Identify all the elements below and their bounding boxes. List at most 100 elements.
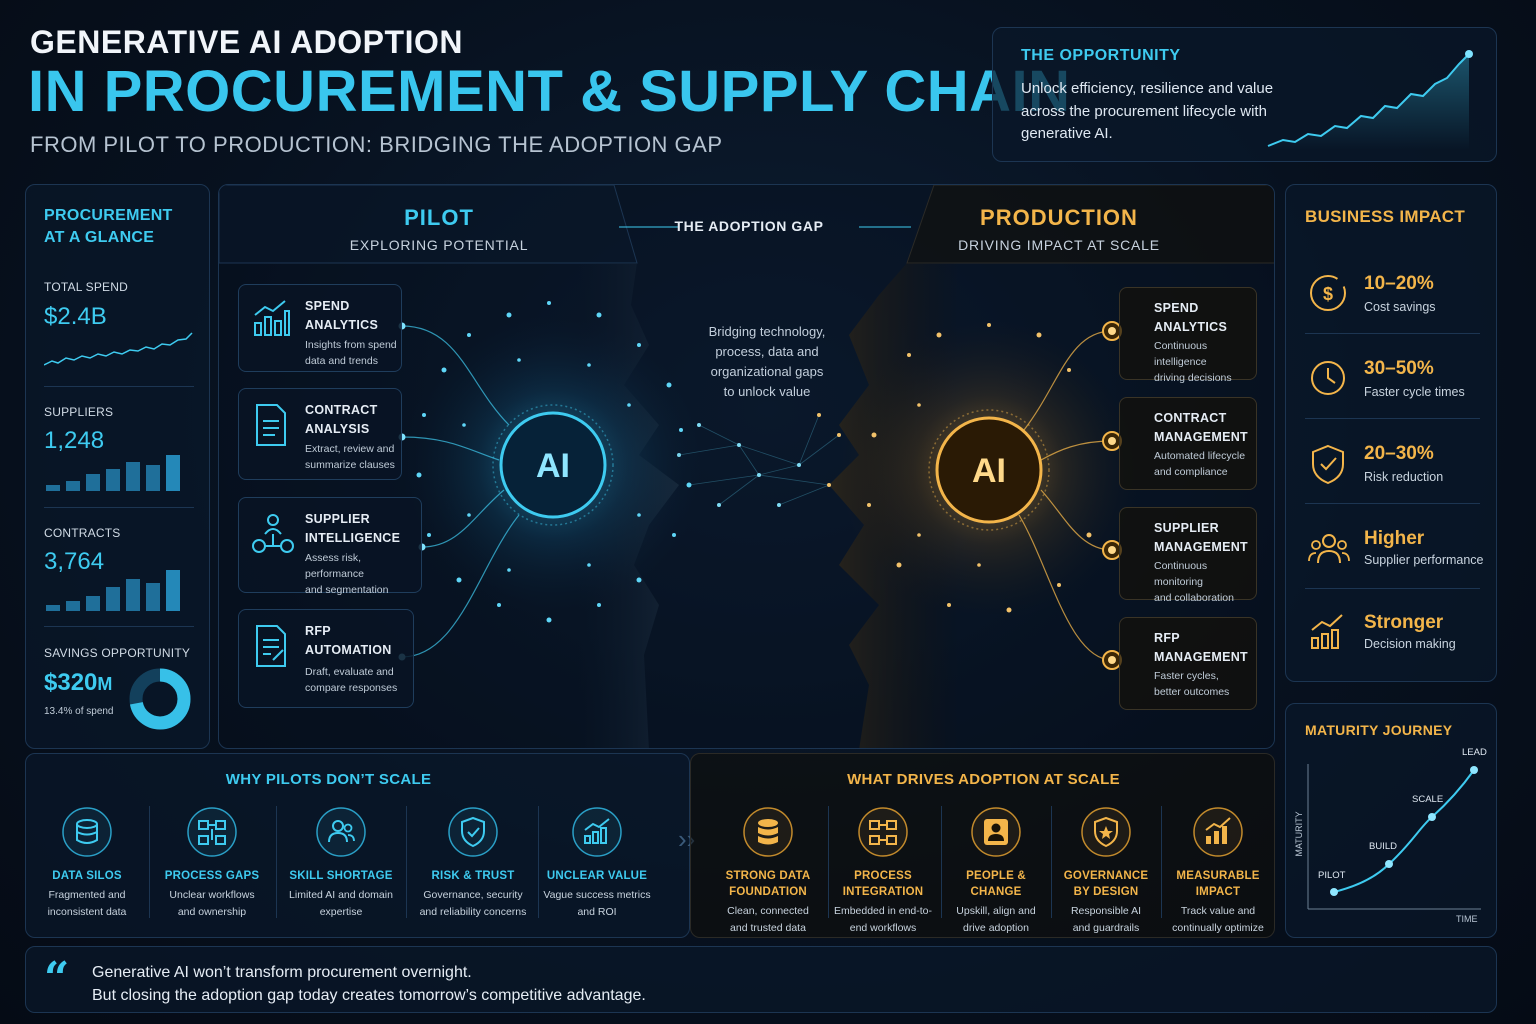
business-impact-title: BUSINESS IMPACT <box>1305 207 1466 226</box>
savings-note: 13.4% of spend <box>44 706 114 717</box>
barrier-title: RISK & TRUST <box>431 870 515 882</box>
suppliers-value: 1,248 <box>44 427 105 454</box>
gap-text-line: process, data and <box>715 344 819 359</box>
quote-banner: “ Generative AI won’t transform procurem… <box>25 946 1497 1013</box>
savings-amount: $320 <box>44 669 98 696</box>
network-people-icon <box>252 514 294 553</box>
quote-icon: “ <box>44 953 70 1004</box>
glance-title: PROCUREMENT AT A GLANCE <box>44 207 173 246</box>
maturity-y-label: MATURITY <box>1294 811 1304 856</box>
production-subtitle: DRIVING IMPACT AT SCALE <box>958 237 1160 253</box>
barrier-title: UNCLEAR VALUE <box>546 870 648 882</box>
drives-title: WHAT DRIVES ADOPTION AT SCALE <box>847 771 1120 788</box>
growth-chart-icon <box>572 807 622 857</box>
impact-label: Risk reduction <box>1364 470 1444 484</box>
clock-icon <box>1311 361 1345 395</box>
divider <box>44 507 194 508</box>
driver-desc: Embedded in end-to-end workflows <box>833 905 933 934</box>
feature-desc: Faster cycles,better outcomes <box>1154 670 1230 698</box>
opportunity-text: Unlock efficiency, resilience and value … <box>1021 80 1274 142</box>
total-spend-label: TOTAL SPEND <box>44 280 128 294</box>
impact-value: Stronger <box>1364 612 1444 633</box>
quote-line: Generative AI won’t transform procuremen… <box>92 964 472 981</box>
driver-title: PEOPLE &CHANGE <box>966 870 1026 898</box>
spend-sparkline <box>44 332 193 366</box>
dollar-icon: $ <box>1310 275 1346 311</box>
suppliers-bar-chart <box>46 455 180 491</box>
shield-star-icon <box>1081 807 1131 857</box>
what-drives-adoption-panel: WHAT DRIVES ADOPTION AT SCALE STRONG DAT… <box>690 753 1275 938</box>
divider <box>538 806 539 918</box>
person-icon <box>971 807 1021 857</box>
divider <box>1305 418 1480 419</box>
suppliers-label: SUPPLIERS <box>44 405 114 419</box>
gap-text-line: to unlock value <box>723 384 811 399</box>
total-spend-value: $2.4B <box>44 303 107 330</box>
divider <box>44 386 194 387</box>
quote-line: But closing the adoption gap today creat… <box>92 987 646 1004</box>
contracts-label: CONTRACTS <box>44 526 121 540</box>
contracts-value: 3,764 <box>44 548 105 575</box>
impact-value: 20–30% <box>1364 443 1434 464</box>
impact-label: Faster cycle times <box>1364 385 1465 399</box>
stage-point <box>1330 888 1338 896</box>
svg-text:$: $ <box>1323 284 1333 304</box>
adoption-gap-visual: AI AI <box>219 185 1274 748</box>
adoption-gap-panel: AI AI <box>218 184 1275 749</box>
impact-label: Cost savings <box>1364 300 1436 314</box>
page-subtitle: FROM PILOT TO PRODUCTION: BRIDGING THE A… <box>30 132 723 157</box>
divider <box>828 806 829 918</box>
database-icon <box>743 807 793 857</box>
stage-point <box>1470 766 1478 774</box>
divider <box>276 806 277 918</box>
page-title: IN PROCUREMENT & SUPPLY CHAIN <box>28 59 1071 124</box>
business-impact-panel: BUSINESS IMPACT $ 10–20% Cost savings 30… <box>1285 184 1497 682</box>
contracts-bar-chart <box>46 570 180 611</box>
impact-label: Decision making <box>1364 637 1456 651</box>
maturity-curve-chart: MATURITY TIME PILOT BUILD SCALE LEAD <box>1294 747 1487 924</box>
maturity-x-label: TIME <box>1456 914 1478 924</box>
bar-chart-icon <box>254 300 290 336</box>
database-icon <box>62 807 112 857</box>
people-icon <box>1308 534 1350 564</box>
pilot-title: PILOT <box>404 205 474 230</box>
maturity-journey-panel: MATURITY JOURNEY MATURITY TIME PILOT BUI… <box>1285 703 1497 938</box>
adoption-gap-text: Bridging technology, process, data and o… <box>687 322 847 402</box>
impact-value: 30–50% <box>1364 358 1434 379</box>
divider <box>1305 333 1480 334</box>
pilot-subtitle: EXPLORING POTENTIAL <box>349 237 529 253</box>
stage-label: LEAD <box>1462 747 1487 758</box>
adoption-gap-title: THE ADOPTION GAP <box>674 218 824 234</box>
stage-point <box>1385 860 1393 868</box>
